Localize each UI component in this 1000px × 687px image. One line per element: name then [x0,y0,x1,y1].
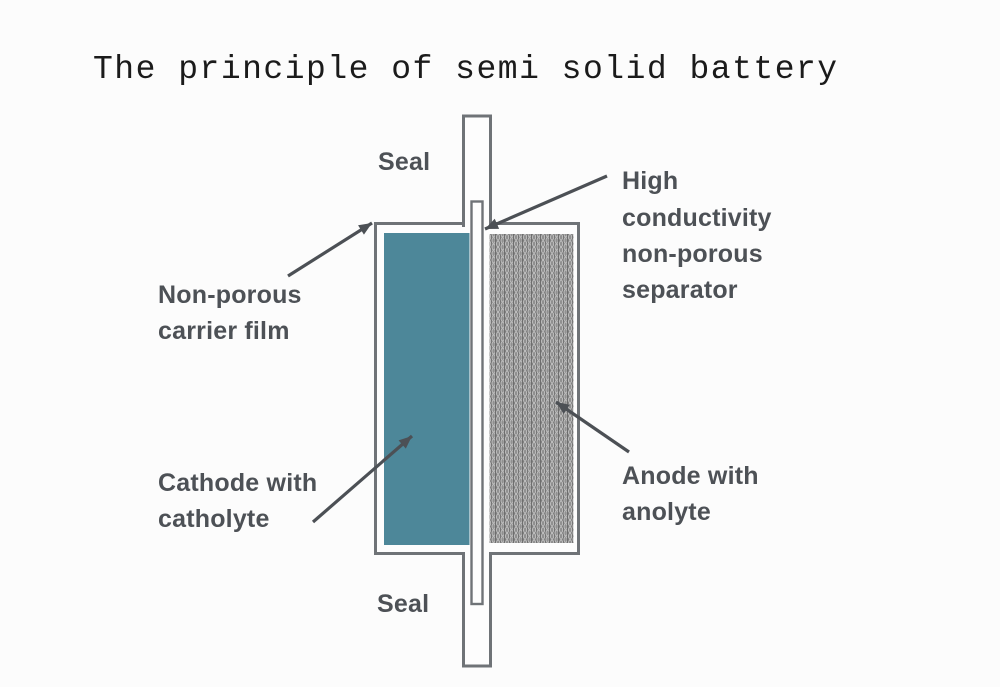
cathode-rect [384,233,470,545]
separator-strip [470,200,484,606]
leader-arrows [287,174,630,524]
anode-arrow [555,400,630,454]
carrier-film-label-line-2: carrier film [158,317,290,345]
separator-label-line-4: separator [622,276,738,304]
cathode-label-line-1: Cathode with [158,469,317,497]
diagram-title: The principle of semi solid battery [93,51,839,88]
seal-bottom-label: Seal [377,590,429,618]
diagram-labels: Seal High conductivity non-porous separa… [158,148,772,618]
cathode-label-line-2: catholyte [158,505,270,533]
anode-label-line-1: Anode with [622,462,759,490]
separator-label-line-1: High [622,167,678,195]
carrier-film-tab-bottom [462,552,492,668]
cathode-arrow [311,434,414,524]
separator-label-line-3: non-porous [622,240,763,268]
carrier-film-arrow [287,221,373,278]
anode-label-line-2: anolyte [622,498,711,526]
seal-top-label: Seal [378,148,430,176]
separator-arrow [484,174,608,231]
separator-label-line-2: conductivity [622,204,772,232]
carrier-film-tab-top [462,114,492,227]
anode-rect [489,234,574,543]
carrier-film-label-line-1: Non-porous [158,281,302,309]
